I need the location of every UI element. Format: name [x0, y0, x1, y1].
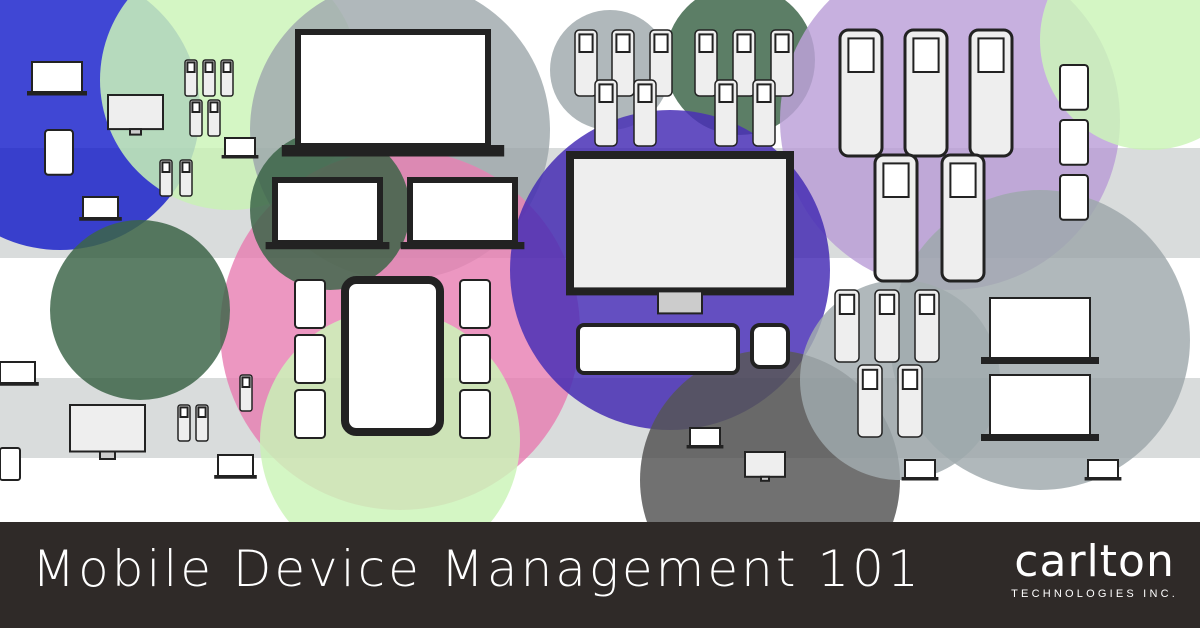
monitor-icon — [744, 451, 786, 478]
phone-icon — [44, 129, 74, 176]
laptop-icon — [31, 61, 83, 93]
laptop-icon — [1087, 459, 1119, 479]
phone-icon — [0, 447, 21, 481]
laptop-icon — [689, 427, 721, 447]
laptop-base-icon — [27, 91, 87, 96]
scanner-screen-icon — [838, 293, 856, 315]
phone-icon — [459, 279, 491, 329]
laptop-icon — [224, 137, 256, 157]
device-icons — [0, 28, 1122, 482]
phone-icon — [1059, 174, 1089, 221]
laptop-base-icon — [901, 477, 939, 481]
laptop-base-icon — [981, 434, 1099, 441]
scanner-screen-icon — [918, 293, 936, 315]
device-illustration — [0, 0, 1200, 522]
scanner-screen-icon — [161, 161, 171, 173]
monitor-stand-icon — [129, 128, 142, 136]
laptop-base-icon — [221, 155, 259, 159]
scanner-screen-icon — [882, 162, 910, 198]
laptop-icon — [272, 177, 383, 246]
logo-wordmark: carlton — [1014, 536, 1175, 587]
logo-subtitle: TECHNOLOGIES INC. — [1011, 588, 1178, 600]
scanner-screen-icon — [861, 368, 879, 390]
laptop-base-icon — [79, 217, 122, 221]
scanner-screen-icon — [653, 33, 669, 54]
monitor-icon — [566, 151, 794, 296]
scanner-screen-icon — [847, 37, 875, 73]
laptop-icon — [217, 454, 254, 477]
laptop-icon — [989, 374, 1091, 436]
scanner-screen-icon — [186, 61, 196, 74]
scanner-screen-icon — [209, 101, 219, 114]
laptop-base-icon — [1084, 477, 1122, 481]
laptop-base-icon — [981, 357, 1099, 364]
monitor-stand-icon — [99, 450, 116, 460]
laptop-icon — [407, 177, 518, 246]
scanner-screen-icon — [181, 161, 191, 173]
scanner-screen-icon — [578, 33, 594, 54]
scanner-screen-icon — [878, 293, 896, 315]
laptop-base-icon — [400, 242, 525, 250]
company-logo: carlton TECHNOLOGIES INC. — [1011, 536, 1178, 601]
laptop-icon — [295, 29, 491, 149]
phone-icon — [341, 276, 444, 436]
scanner-screen-icon — [756, 83, 772, 104]
scanner-screen-icon — [901, 368, 919, 390]
monitor-icon — [69, 404, 146, 453]
laptop-base-icon — [281, 145, 505, 157]
monitor-stand-icon — [760, 475, 770, 482]
monitor-icon — [107, 94, 164, 131]
scanner-screen-icon — [718, 83, 734, 104]
scanner-screen-icon — [698, 33, 714, 54]
laptop-base-icon — [265, 242, 390, 250]
mouse-icon — [750, 323, 790, 369]
phone-icon — [459, 389, 491, 439]
scanner-screen-icon — [912, 37, 940, 73]
scanner-screen-icon — [197, 406, 207, 418]
scanner-screen-icon — [204, 61, 214, 74]
title-bar — [0, 522, 1200, 628]
scanner-screen-icon — [598, 83, 614, 104]
monitor-stand-icon — [657, 290, 703, 315]
phone-icon — [459, 334, 491, 384]
scanner-screen-icon — [774, 33, 790, 54]
phone-icon — [294, 334, 326, 384]
keyboard-icon — [576, 323, 740, 375]
laptop-icon — [0, 361, 36, 384]
scanner-screen-icon — [977, 37, 1005, 73]
scanner-screen-icon — [222, 61, 232, 74]
phone-icon — [1059, 119, 1089, 166]
laptop-base-icon — [214, 475, 257, 479]
scanner-screen-icon — [241, 376, 251, 388]
phone-icon — [1059, 64, 1089, 111]
scanner-screen-icon — [736, 33, 752, 54]
circle-light_green — [1040, 0, 1200, 150]
phone-icon — [294, 279, 326, 329]
banner-title: Mobile Device Management 101 — [32, 540, 922, 598]
phone-icon — [294, 389, 326, 439]
laptop-icon — [82, 196, 119, 219]
circle-dark_green — [50, 220, 230, 400]
laptop-icon — [989, 297, 1091, 359]
laptop-icon — [904, 459, 936, 479]
laptop-base-icon — [686, 445, 724, 449]
scanner-screen-icon — [637, 83, 653, 104]
scanner-screen-icon — [615, 33, 631, 54]
scanner-screen-icon — [949, 162, 977, 198]
scanner-screen-icon — [191, 101, 201, 114]
laptop-base-icon — [0, 382, 39, 386]
scanner-screen-icon — [179, 406, 189, 418]
